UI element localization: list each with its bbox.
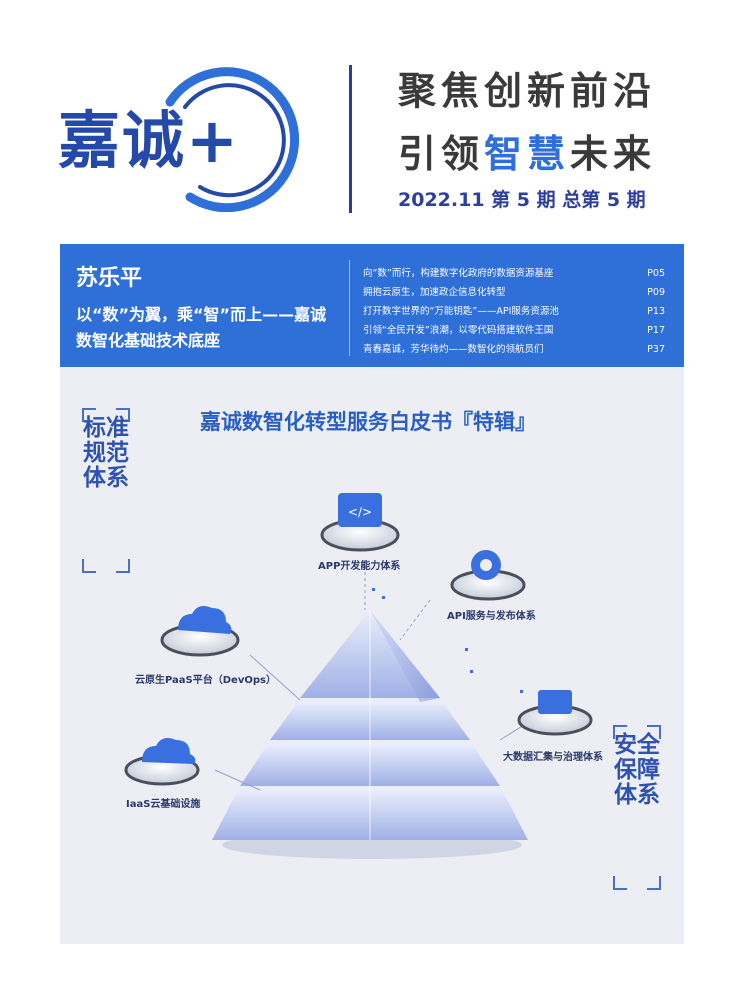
toc-item[interactable]: 拥抱云原生，加速政企信息化转型 P09 xyxy=(363,283,665,302)
toc-page: P05 xyxy=(647,268,665,279)
header-divider xyxy=(349,65,352,213)
toc-title: 引领“全民开发”浪潮，以零代码搭建软件王国 xyxy=(363,325,554,336)
toc-divider xyxy=(349,260,350,356)
label-app: APP开发能力体系 xyxy=(318,561,401,572)
toc-title: 青春嘉诚，芳华待灼——数智化的领航员们 xyxy=(363,344,544,355)
logo-ring-icon xyxy=(165,67,300,212)
toc-title: 向“数”而行，构建数字化政府的数据资源基座 xyxy=(363,268,554,279)
feature-title: 嘉诚数智化转型服务白皮书『特辑』 xyxy=(200,410,536,434)
issue-number: 2022.11 第 5 期 总第 5 期 xyxy=(398,189,646,211)
label-api: API服务与发布体系 xyxy=(447,611,536,622)
right-vertical-text: 安全保障体系 xyxy=(614,732,660,808)
lead-title-line1: 以“数”为翼，乘“智”而上——嘉诚 xyxy=(76,305,327,324)
left-vertical-text: 标准规范体系 xyxy=(83,415,129,491)
lead-title-line2: 数智化基础技术底座 xyxy=(76,331,221,350)
slogan-line2-pre: 引领 xyxy=(398,132,485,176)
toc-item[interactable]: 青春嘉诚，芳华待灼——数智化的领航员们 P37 xyxy=(363,340,665,359)
lead-band xyxy=(60,244,684,367)
toc-page: P17 xyxy=(647,325,665,336)
toc-item[interactable]: 引领“全民开发”浪潮，以零代码搭建软件王国 P17 xyxy=(363,321,665,340)
toc-title: 拥抱云原生，加速政企信息化转型 xyxy=(363,287,506,298)
logo-text: 嘉诚+ xyxy=(58,104,240,177)
slogan-line2: 引领智慧未来 xyxy=(398,135,656,173)
slogan-line2-highlight: 智慧 xyxy=(484,132,571,176)
toc-page: P09 xyxy=(647,287,665,298)
table-of-contents: 向“数”而行，构建数字化政府的数据资源基座 P05 拥抱云原生，加速政企信息化转型… xyxy=(363,264,665,359)
toc-item[interactable]: 打开数字世界的“万能钥匙”——API服务资源池 P13 xyxy=(363,302,665,321)
label-bigdata: 大数据汇集与治理体系 xyxy=(503,752,603,763)
label-iaas: IaaS云基础设施 xyxy=(126,799,201,810)
toc-page: P13 xyxy=(647,306,665,317)
toc-item[interactable]: 向“数”而行，构建数字化政府的数据资源基座 P05 xyxy=(363,264,665,283)
lead-author: 苏乐平 xyxy=(76,266,143,291)
label-paas: 云原生PaaS平台（DevOps） xyxy=(135,675,276,686)
slogan-line2-post: 未来 xyxy=(570,132,657,176)
toc-title: 打开数字世界的“万能钥匙”——API服务资源池 xyxy=(363,306,559,317)
slogan-line1: 聚焦创新前沿 xyxy=(398,69,657,113)
toc-page: P37 xyxy=(647,344,665,355)
feature-panel xyxy=(60,367,684,944)
right-vertical-box: 安全保障体系 xyxy=(613,725,661,890)
left-vertical-box: 标准规范体系 xyxy=(82,408,130,573)
